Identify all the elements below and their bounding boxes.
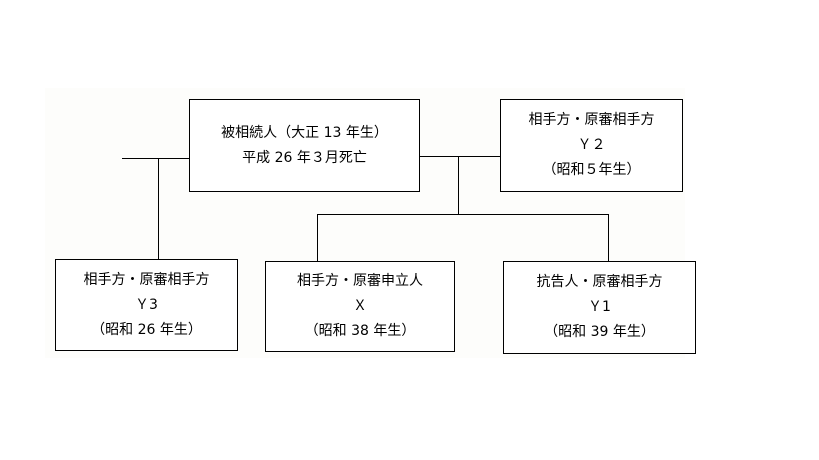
connector-children-trunk [458, 156, 459, 214]
decedent-box: 被相続人（大正 13 年生） 平成 26 年３月死亡 [189, 99, 420, 192]
y3-box: 相手方・原審相手方 Ｙ3 （昭和 26 年生） [55, 259, 238, 351]
y2-box: 相手方・原審相手方 Ｙ２ （昭和５年生） [500, 99, 683, 192]
decedent-death: 平成 26 年３月死亡 [242, 149, 367, 166]
y3-role: 相手方・原審相手方 [83, 271, 210, 288]
connector-y3-vertical [158, 158, 159, 260]
connector-right-horizontal [419, 156, 501, 157]
y3-birth: （昭和 26 年生） [91, 321, 202, 338]
x-role: 相手方・原審申立人 [297, 273, 423, 289]
y2-role: 相手方・原審相手方 [528, 112, 655, 128]
connector-y1-vertical [608, 214, 609, 262]
y2-name: Ｙ２ [577, 137, 606, 153]
x-name: Ｘ [353, 298, 367, 314]
connector-children-bar [317, 214, 609, 215]
y1-role: 抗告人・原審相手方 [536, 274, 663, 290]
y1-name: Ｙ1 [588, 299, 611, 315]
x-birth: （昭和 38 年生） [304, 323, 416, 339]
y3-name: Ｙ3 [135, 296, 158, 313]
y1-birth: （昭和 39 年生） [544, 324, 655, 340]
connector-left-horizontal [122, 158, 190, 159]
x-box: 相手方・原審申立人 Ｘ （昭和 38 年生） [265, 261, 455, 352]
connector-x-vertical [317, 214, 318, 262]
y2-birth: （昭和５年生） [542, 162, 641, 178]
decedent-label: 被相続人（大正 13 年生） [221, 124, 388, 141]
y1-box: 抗告人・原審相手方 Ｙ1 （昭和 39 年生） [503, 261, 696, 354]
